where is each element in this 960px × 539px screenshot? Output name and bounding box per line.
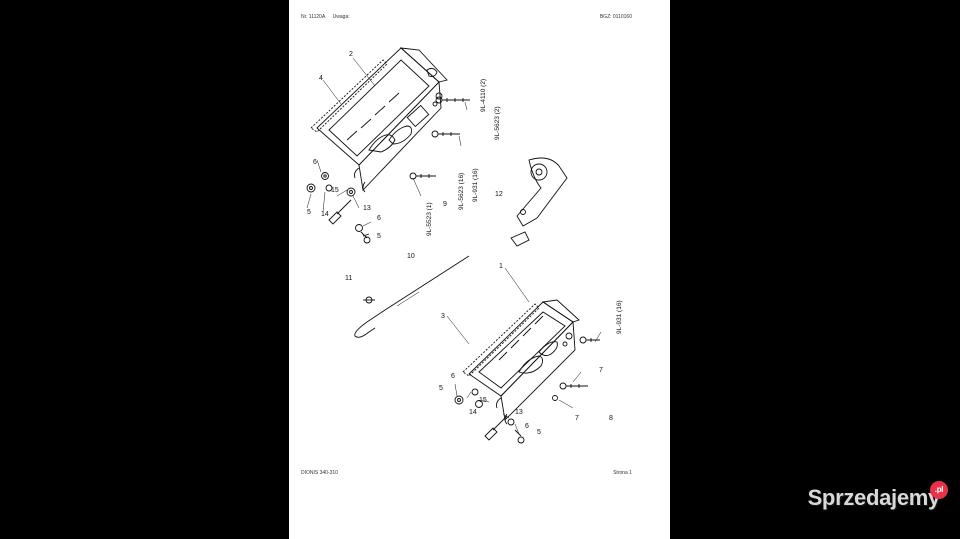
lower-fasteners	[454, 336, 600, 444]
callout-6: 6	[525, 423, 529, 430]
callout-8: 8	[609, 415, 613, 422]
callout-14: 14	[469, 409, 477, 416]
header-left: Nr. 11120A Uwaga:	[301, 14, 356, 20]
dipstick-bracket	[510, 157, 568, 247]
callout-5: 5	[377, 233, 381, 240]
header-code: BGZ: 0110160	[599, 14, 632, 20]
callout-10: 10	[407, 253, 415, 260]
callout-5: 5	[439, 385, 443, 392]
footer-model: DIONIS 340-310	[301, 470, 338, 476]
leader-lines-lower	[396, 267, 602, 435]
lower-gasket	[462, 303, 540, 377]
callout-6: 6	[313, 159, 317, 166]
callout-15: 15	[479, 397, 487, 404]
part-ref-9l-5623-16: 9L-5623 (16)	[458, 173, 465, 210]
part-ref-9l-931-lower: 9L-931 (16)	[616, 300, 623, 334]
callout-14: 14	[321, 211, 329, 218]
watermark-text: Sprzedajemy	[807, 485, 941, 510]
callout-12: 13	[515, 409, 523, 416]
callout-1: 1	[499, 263, 503, 270]
leader-lines-upper	[306, 57, 468, 227]
callout-4: 4	[319, 75, 323, 82]
callout-9: 9	[443, 201, 447, 208]
part-ref-9l-5623-2: 9L-5623 (2)	[494, 106, 501, 140]
dipstick	[354, 255, 470, 338]
remark-label: Uwaga:	[332, 14, 350, 20]
callout-13: 13	[363, 205, 371, 212]
callout-7: 7	[599, 367, 603, 374]
lower-oil-pan	[468, 299, 580, 425]
callout-5: 5	[537, 429, 541, 436]
watermark-logo: Sprzedajemy.pl	[807, 481, 948, 511]
callout-12: 12	[495, 191, 503, 198]
upper-fasteners	[306, 96, 470, 244]
watermark-badge: .pl	[930, 481, 948, 499]
part-ref-9l-931-upper: 9L-931 (16)	[472, 168, 479, 202]
exploded-parts-diagram: 2 4 6 5 14 15 13 6 5 9 12 10 11 1 3 7 5 …	[306, 47, 623, 444]
callout-11: 11	[345, 275, 352, 282]
callout-6: 6	[377, 215, 381, 222]
callout-6: 6	[451, 373, 455, 380]
callout-15: 15	[331, 187, 339, 194]
callout-5: 5	[307, 209, 311, 216]
callout-3: 3	[441, 313, 445, 320]
callout-7: 7	[575, 415, 579, 422]
part-reference-labels: 9L-4110 (2) 9L-5623 (2) 9L-5623 (16) 9L-…	[426, 79, 623, 334]
doc-number: Nr. 11120A	[301, 14, 326, 20]
footer-page: Strona 1	[613, 470, 632, 476]
callout-2: 2	[349, 51, 353, 58]
upper-oil-pan	[316, 47, 448, 193]
callout-numbers: 2 4 6 5 14 15 13 6 5 9 12 10 11 1 3 7 5 …	[307, 51, 613, 436]
upper-gasket	[310, 59, 388, 133]
document-page: Nr. 11120A Uwaga: BGZ: 0110160	[289, 0, 670, 539]
part-ref-9l-5523: 9L-5523 (1)	[426, 202, 433, 236]
part-ref-9l-4110: 9L-4110 (2)	[480, 79, 487, 112]
